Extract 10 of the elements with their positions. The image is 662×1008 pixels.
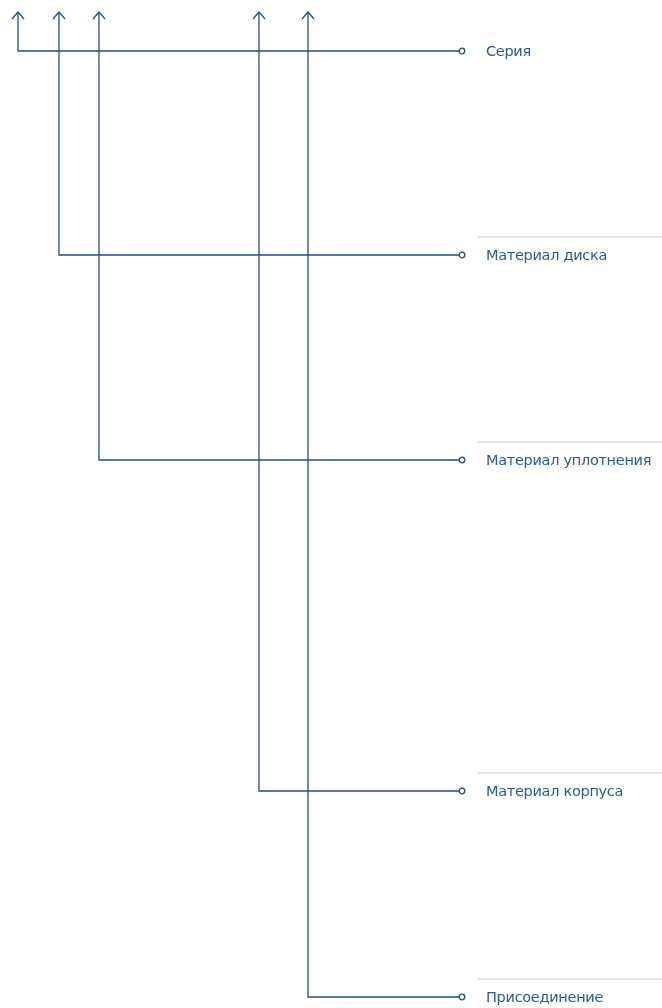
leader-line — [92, 11, 466, 464]
leader-line — [252, 11, 466, 795]
callout-label: Присоединение — [472, 986, 604, 1008]
leader-line — [11, 11, 466, 55]
leader-line — [52, 11, 466, 259]
callout-label: Материал диска — [472, 244, 608, 266]
callout-label: Серия — [472, 40, 531, 62]
callout-label: Материал корпуса — [472, 780, 624, 802]
leader-line — [301, 11, 466, 1001]
callout-label: Материал уплотнения — [472, 449, 652, 471]
